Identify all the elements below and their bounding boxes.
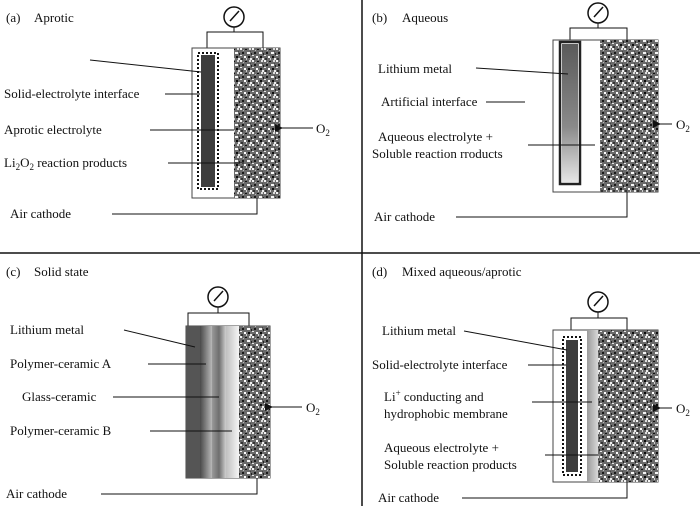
panel-b-title: Aqueous — [402, 10, 448, 25]
polymer-ceramic-b-layer — [226, 326, 239, 478]
lithium-anode — [566, 340, 578, 472]
lithium-anode — [201, 55, 215, 187]
label-sei: Solid-electrolyte interface — [372, 357, 508, 372]
leader-line — [462, 482, 628, 499]
lithium-anode — [562, 44, 578, 182]
leader-line — [463, 330, 568, 351]
polymer-ceramic-a-layer — [200, 326, 212, 478]
leader-line — [112, 198, 258, 215]
lithium-anode — [186, 326, 200, 478]
sei-layer — [562, 336, 582, 476]
panel-b-letter: (b) — [372, 10, 387, 25]
label-lithium: Lithium metal — [382, 323, 456, 338]
panel-c-letter: (c) — [6, 264, 20, 279]
label-electrolyte-line2: Soluble reaction rroducts — [372, 146, 503, 161]
leader-line — [123, 329, 196, 348]
leader-line — [456, 192, 628, 218]
label-o2: O2 — [676, 401, 690, 418]
panel-c-title: Solid state — [34, 264, 89, 279]
label-o2: O2 — [676, 117, 690, 134]
label-electrolyte-line1: Aqueous electrolyte + — [384, 440, 499, 455]
label-air-cathode: Air cathode — [10, 206, 71, 221]
leader-line — [101, 478, 258, 495]
panel-d: (d) Mixed aqueous/aprotic Lithium metal … — [372, 264, 690, 505]
label-glass-ceramic: Glass-ceramic — [22, 389, 97, 404]
label-sei: Solid-electrolyte interface — [4, 86, 140, 101]
label-polymer-ceramic-a: Polymer-ceramic A — [10, 356, 112, 371]
panel-a-letter: (a) — [6, 10, 20, 25]
label-membrane-line2: hydrophobic membrane — [384, 406, 508, 421]
voltmeter-icon — [569, 2, 628, 42]
voltmeter-icon — [187, 286, 250, 326]
voltmeter-icon — [206, 6, 264, 55]
label-polymer-ceramic-b: Polymer-ceramic B — [10, 423, 112, 438]
panel-a-title: Aprotic — [34, 10, 74, 25]
label-lithium: Lithium metal — [10, 322, 84, 337]
air-cathode-block — [234, 48, 280, 198]
membrane-layer — [587, 330, 598, 482]
voltmeter-icon — [570, 291, 628, 330]
label-air-cathode: Air cathode — [374, 209, 435, 224]
label-o2: O2 — [316, 121, 330, 138]
leader-line — [475, 67, 569, 75]
panel-b: (b) Aqueous Lithium metal Artificial int… — [372, 2, 690, 224]
leader-line — [89, 59, 202, 73]
label-o2: O2 — [306, 400, 320, 417]
panel-c: (c) Solid state Lithium metal Polymer-ce… — [6, 264, 320, 501]
label-air-cathode: Air cathode — [378, 490, 439, 505]
label-interface: Artificial interface — [381, 94, 478, 109]
label-membrane-line1: Li+ conducting and — [384, 388, 484, 404]
air-cathode-block — [239, 326, 270, 478]
label-air-cathode: Air cathode — [6, 486, 67, 501]
label-lithium: Lithium metal — [378, 61, 452, 76]
glass-ceramic-layer — [212, 326, 226, 478]
panel-d-letter: (d) — [372, 264, 387, 279]
panel-a: (a) Aprotic Solid-electrolyte interface … — [4, 6, 330, 221]
artificial-interface-layer — [558, 40, 582, 186]
air-cathode-block — [598, 330, 658, 482]
air-cathode-block — [600, 40, 658, 192]
label-electrolyte: Aprotic electrolyte — [4, 122, 102, 137]
sei-layer — [197, 52, 219, 190]
label-products: Li2O2 reaction products — [4, 155, 127, 172]
panel-d-title: Mixed aqueous/aprotic — [402, 264, 522, 279]
label-electrolyte-line1: Aqueous electrolyte + — [378, 129, 493, 144]
label-electrolyte-line2: Soluble reaction products — [384, 457, 517, 472]
